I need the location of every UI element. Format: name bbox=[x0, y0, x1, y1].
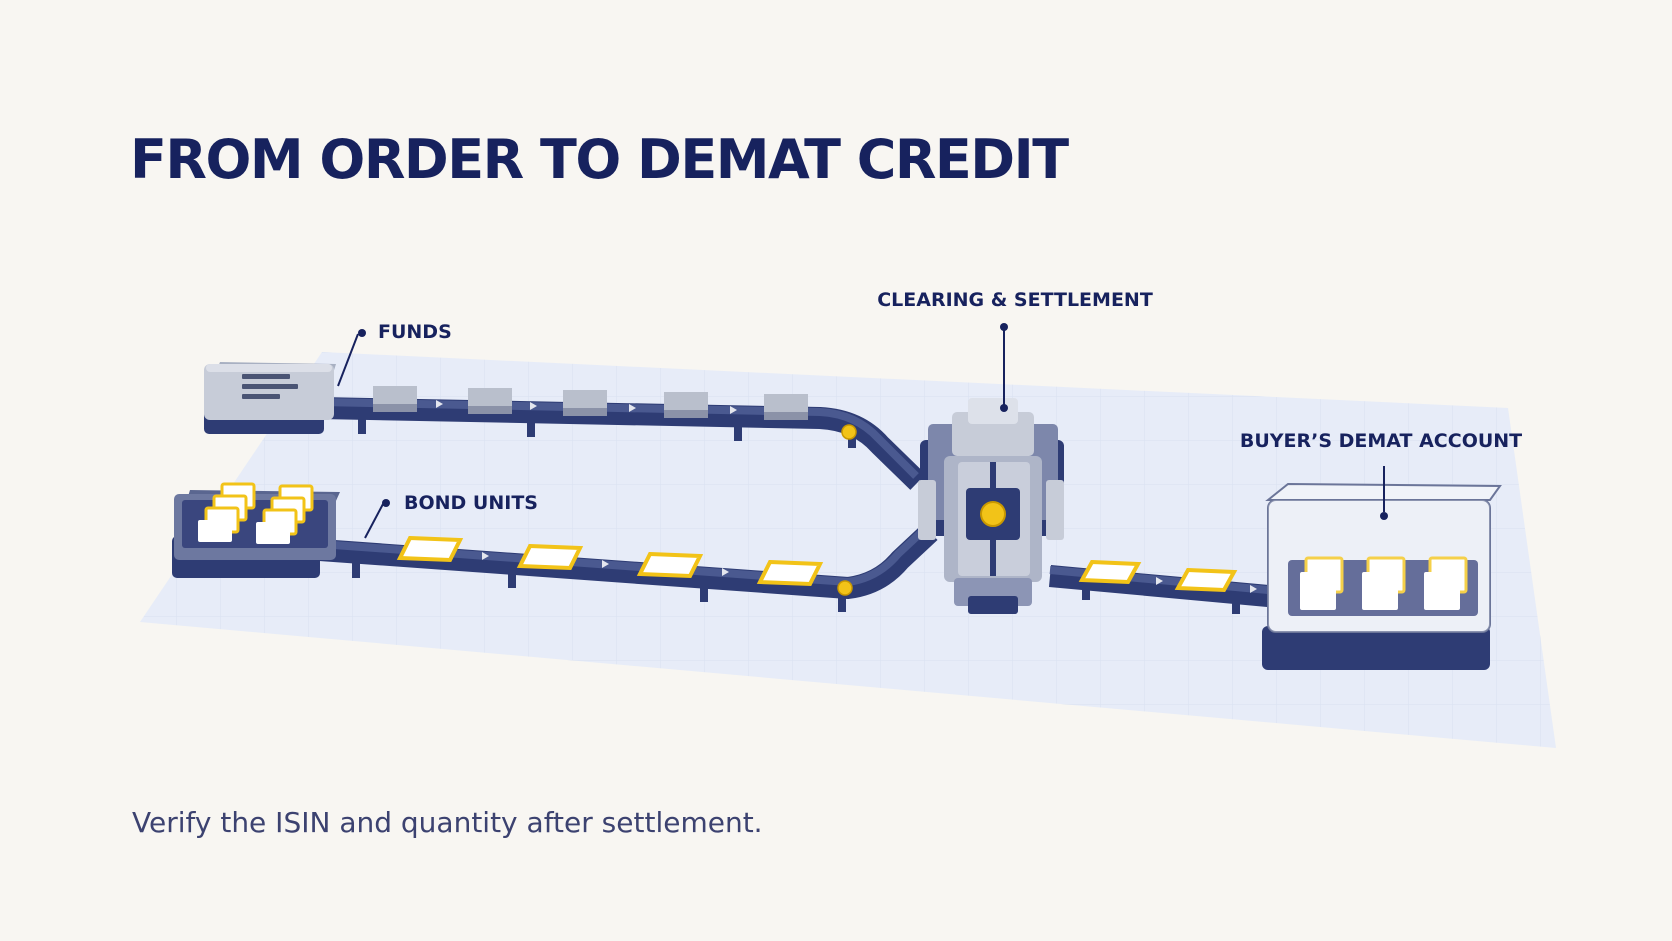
bond-marker-dot bbox=[837, 580, 853, 596]
funds-conveyor bbox=[319, 386, 926, 490]
document-icon bbox=[204, 362, 336, 434]
platform bbox=[140, 352, 1556, 748]
caption: Verify the ISIN and quantity after settl… bbox=[132, 806, 763, 839]
output-conveyor bbox=[1048, 559, 1270, 614]
clearing-house-icon bbox=[918, 398, 1064, 614]
output-bond-tiles bbox=[1078, 559, 1238, 593]
demat-vault-icon bbox=[1262, 482, 1502, 670]
label-buyers-demat-account: BUYER’S DEMAT ACCOUNT bbox=[1240, 430, 1522, 452]
callout-lines bbox=[337, 328, 1385, 539]
label-funds: FUNDS bbox=[378, 321, 452, 343]
funds-blocks bbox=[373, 386, 808, 420]
label-bond-units: BOND UNITS bbox=[404, 492, 538, 514]
callout-dots bbox=[358, 323, 1388, 520]
bond-conveyor bbox=[319, 523, 938, 612]
funds-marker-dot bbox=[841, 424, 857, 440]
bond-tiles bbox=[396, 535, 824, 587]
bond-tray-icon bbox=[172, 482, 340, 578]
settlement-indicator bbox=[980, 501, 1006, 527]
label-clearing-settlement: CLEARING & SETTLEMENT bbox=[877, 289, 1153, 311]
page-title: FROM ORDER TO DEMAT CREDIT bbox=[130, 128, 1069, 191]
